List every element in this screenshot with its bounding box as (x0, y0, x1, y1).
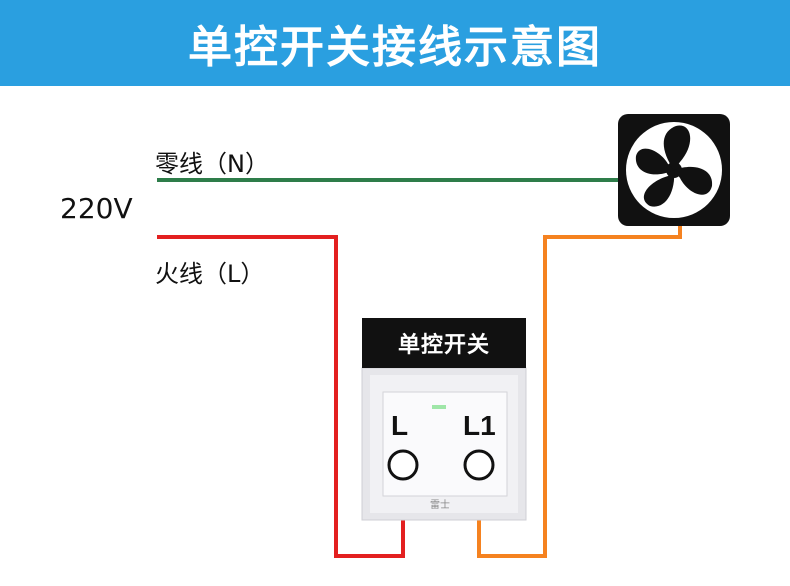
fan-icon (618, 114, 730, 226)
terminal-l-label: L (391, 410, 409, 441)
live-wire (157, 235, 405, 558)
terminal-l1-label: L1 (463, 410, 496, 441)
live-label: 火线（L） (155, 260, 265, 288)
switch-plate (361, 367, 527, 521)
terminal-l (387, 449, 419, 481)
load-wire (477, 224, 682, 558)
neutral-label: 零线（N） (155, 150, 269, 178)
switch-brand: 雷士 (430, 500, 450, 511)
voltage-label: 220V (60, 192, 133, 225)
switch-title: 单控开关 (362, 318, 526, 368)
page-title: 单控开关接线示意图 (0, 0, 790, 86)
terminal-l1 (463, 449, 495, 481)
indicator-light (432, 405, 446, 409)
